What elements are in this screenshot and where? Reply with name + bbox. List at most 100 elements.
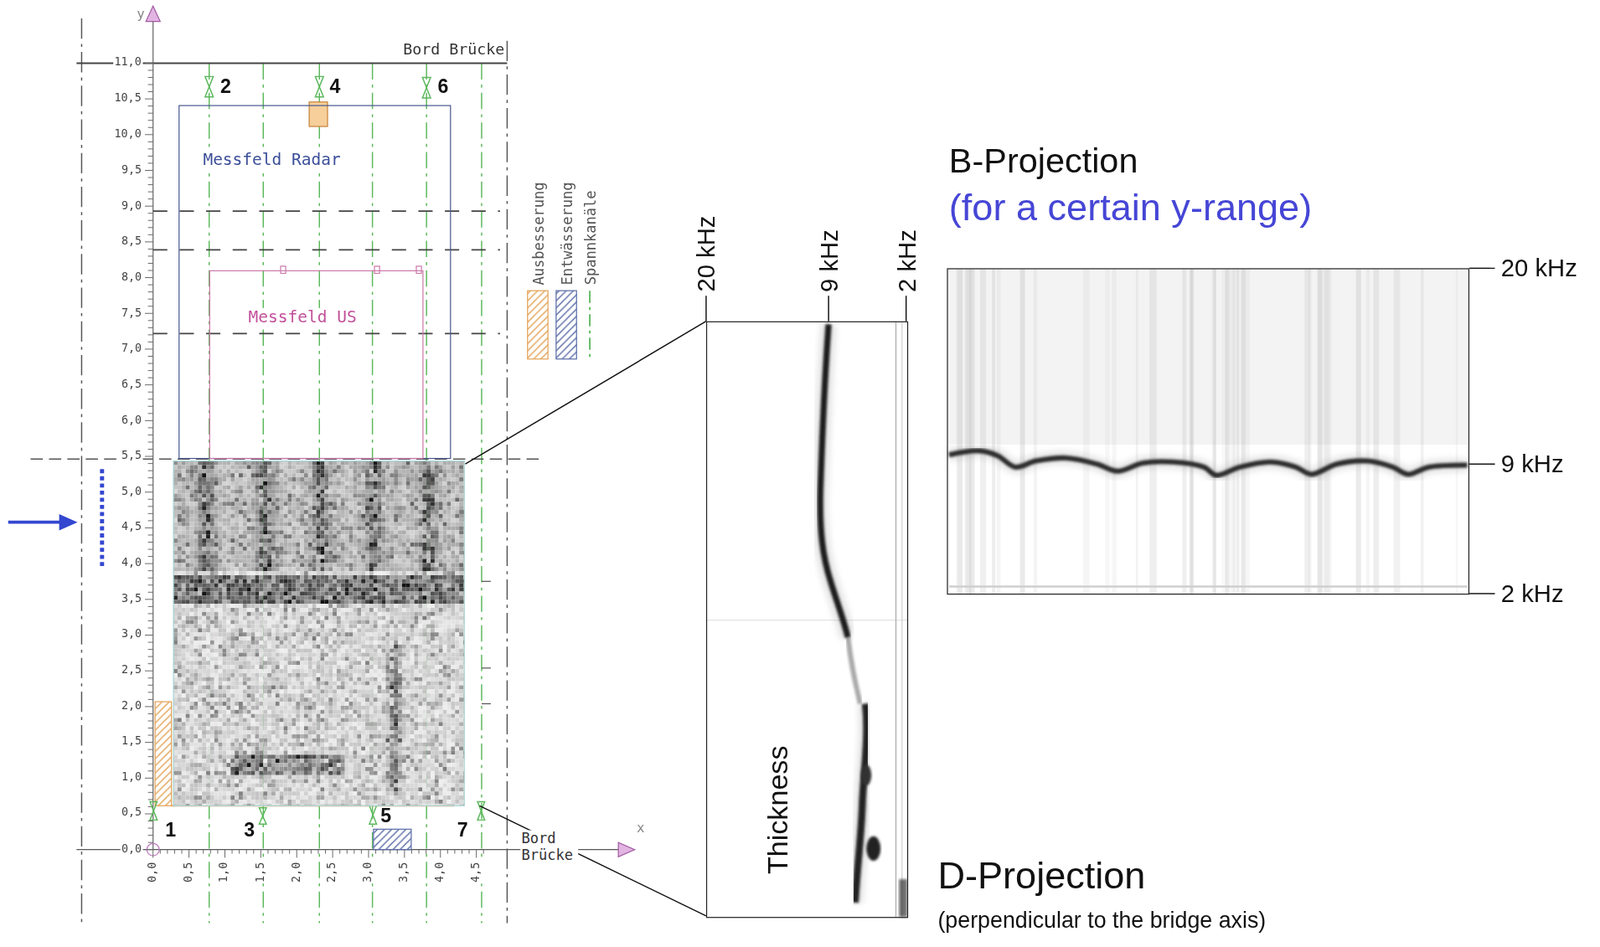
scan-pixel (193, 464, 198, 470)
scan-pixel (267, 530, 272, 535)
scan-pixel (181, 505, 186, 511)
scan-pixel (332, 473, 337, 478)
scan-pixel (308, 505, 313, 511)
scan-pixel (185, 501, 191, 506)
scan-pixel (242, 562, 248, 568)
scan-pixel (426, 542, 431, 548)
scan-pixel (438, 526, 444, 532)
scan-pixel (406, 469, 411, 474)
scan-pixel (214, 538, 219, 543)
scan-pixel (312, 473, 317, 478)
scan-pixel (369, 473, 374, 478)
scan-pixel (349, 567, 354, 572)
scan-pixel (340, 485, 346, 491)
scan-pixel (356, 518, 362, 523)
scan-pixel (190, 505, 195, 511)
scan-pixel (422, 562, 427, 568)
scan-pixel (349, 559, 354, 564)
scan-pixel (369, 477, 374, 482)
scan-pixel (369, 505, 374, 511)
scan-pixel (283, 547, 289, 552)
scan-pixel (201, 562, 207, 568)
scan-pixel (226, 464, 231, 470)
scan-pixel (218, 477, 223, 482)
scan-pixel (345, 522, 350, 527)
scan-pixel (410, 562, 415, 568)
scan-pixel (267, 542, 272, 548)
scan-pixel (218, 464, 223, 470)
scan-pixel (295, 485, 300, 491)
scan-pixel (226, 501, 231, 506)
scan-pixel (258, 490, 264, 495)
scan-pixel (181, 562, 186, 568)
scan-pixel (397, 555, 403, 560)
scan-pixel (438, 559, 444, 564)
scan-pixel (275, 485, 280, 491)
scan-pixel (389, 530, 394, 535)
scan-pixel (299, 477, 305, 482)
scan-pixel (197, 469, 202, 474)
scan-pixel (304, 551, 309, 556)
scan-pixel (197, 526, 202, 532)
scan-pixel (299, 510, 305, 515)
scan-pixel (340, 551, 346, 556)
scan-pixel (190, 571, 195, 576)
scan-pixel (271, 562, 276, 568)
scan-pixel (332, 522, 337, 527)
scan-pixel (247, 571, 252, 576)
scan-pixel (193, 571, 198, 576)
scan-pixel (242, 494, 248, 499)
scan-pixel (271, 555, 276, 560)
scan-pixel (271, 490, 276, 495)
scan-pixel (369, 530, 374, 535)
scan-pixel (324, 501, 329, 506)
scan-pixel (258, 464, 264, 470)
scan-pixel (206, 562, 211, 568)
scan-pixel (206, 518, 211, 523)
scan-pixel (316, 530, 321, 535)
scan-pixel (291, 481, 296, 486)
scan-pixel (365, 562, 370, 568)
scan-pixel (336, 514, 341, 519)
scan-pixel (418, 477, 423, 482)
scan-pixel (365, 542, 370, 548)
scan-pixel (173, 510, 178, 515)
scan-pixel (443, 530, 448, 535)
scan-pixel (218, 559, 223, 564)
scan-pixel (365, 464, 370, 470)
scan-pixel (181, 547, 186, 552)
scan-pixel (389, 538, 394, 543)
scan-pixel (459, 522, 464, 527)
scan-pixel (197, 477, 202, 482)
scan-pixel (214, 526, 219, 532)
scan-pixel (279, 490, 284, 495)
scan-pixel (190, 562, 195, 568)
scan-pixel (242, 469, 248, 474)
scan-pixel (190, 534, 195, 539)
scan-pixel (381, 490, 387, 495)
scan-pixel (308, 461, 313, 466)
scan-pixel (230, 510, 235, 515)
scan-pixel (332, 518, 337, 523)
scan-pixel (190, 555, 195, 560)
scan-pixel (279, 510, 284, 515)
scan-pixel (181, 461, 186, 466)
scan-pixel (365, 485, 370, 491)
scan-pixel (402, 490, 407, 495)
scan-pixel (206, 510, 211, 515)
scan-pixel (206, 494, 211, 499)
scan-pixel (251, 522, 256, 527)
scan-pixel (454, 514, 460, 519)
scan-pixel (247, 567, 252, 572)
scan-pixel (190, 538, 195, 543)
scan-pixel (410, 469, 415, 474)
scan-pixel (332, 526, 337, 532)
scan-pixel (345, 551, 350, 556)
scan-pixel (177, 555, 182, 560)
scan-pixel (181, 530, 186, 535)
scan-pixel (410, 559, 415, 564)
scan-pixel (263, 497, 268, 502)
scan-pixel (414, 514, 419, 519)
scan-pixel (258, 461, 264, 466)
